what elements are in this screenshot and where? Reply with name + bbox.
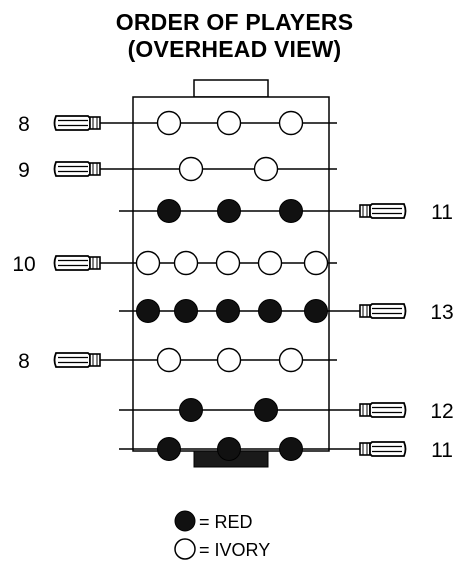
handle-ferrule (359, 304, 371, 318)
rod-handle-8 (359, 441, 407, 457)
rod-label-8: 11 (431, 439, 453, 462)
handle-grip (53, 161, 91, 177)
rod-handle-6 (53, 352, 101, 368)
red-player (157, 199, 181, 223)
handle-grip (369, 441, 407, 457)
handle-ferrule (359, 204, 371, 218)
red-player (254, 398, 278, 422)
legend-ivory-icon (174, 538, 196, 560)
rod-handle-1 (53, 115, 101, 131)
handle-grip (53, 352, 91, 368)
ivory-player (257, 250, 283, 276)
rod-handle-7 (359, 402, 407, 418)
rod-label-4: 10 (12, 253, 35, 276)
rod-label-5: 13 (430, 301, 453, 324)
handle-ferrule (359, 403, 371, 417)
ivory-player (135, 250, 161, 276)
rod-2: 9 (18, 156, 337, 182)
handle-grip (53, 255, 91, 271)
handle-ferrule (89, 162, 101, 176)
rods-layer: 8 9 11 10 13 8 12 11 (12, 110, 454, 462)
red-player (217, 437, 241, 461)
handle-ferrule (89, 116, 101, 130)
red-player (258, 299, 282, 323)
ivory-player (178, 156, 204, 182)
rod-handle-3 (359, 203, 407, 219)
ivory-player (303, 250, 329, 276)
ivory-player (216, 110, 242, 136)
top-goal (193, 79, 269, 98)
ivory-player (173, 250, 199, 276)
rod-4: 10 (12, 250, 337, 276)
handle-ferrule (359, 442, 371, 456)
diagram-title-line2: (OVERHEAD VIEW) (127, 36, 342, 62)
rod-3: 11 (119, 199, 453, 224)
red-player (216, 299, 240, 323)
red-player (179, 398, 203, 422)
rod-7: 12 (119, 398, 454, 423)
rod-label-3: 11 (431, 201, 453, 224)
legend-ivory-label: = IVORY (199, 540, 270, 560)
ivory-player (278, 347, 304, 373)
diagram-title-line1: ORDER OF PLAYERS (115, 9, 354, 35)
handle-grip (369, 303, 407, 319)
red-player (304, 299, 328, 323)
ivory-player (216, 347, 242, 373)
rod-8: 11 (119, 437, 453, 462)
rod-label-1: 8 (18, 113, 30, 136)
rod-6: 8 (18, 347, 337, 373)
rod-1: 8 (18, 110, 337, 136)
handle-grip (369, 203, 407, 219)
rod-label-2: 9 (18, 159, 30, 182)
ivory-player (215, 250, 241, 276)
red-player (217, 199, 241, 223)
red-player (157, 437, 181, 461)
rod-handle-5 (359, 303, 407, 319)
rod-handle-2 (53, 161, 101, 177)
ivory-player (253, 156, 279, 182)
red-player (279, 199, 303, 223)
ivory-player (156, 347, 182, 373)
red-player (174, 299, 198, 323)
handle-ferrule (89, 256, 101, 270)
red-player (136, 299, 160, 323)
rod-5: 13 (119, 299, 454, 324)
handle-ferrule (89, 353, 101, 367)
red-player (279, 437, 303, 461)
rod-handle-4 (53, 255, 101, 271)
rod-label-7: 12 (430, 400, 453, 423)
handle-grip (53, 115, 91, 131)
legend-red-icon (174, 510, 196, 532)
legend-red-label: = RED (199, 512, 253, 532)
ivory-player (278, 110, 304, 136)
ivory-player (156, 110, 182, 136)
handle-grip (369, 402, 407, 418)
rod-label-6: 8 (18, 350, 30, 373)
